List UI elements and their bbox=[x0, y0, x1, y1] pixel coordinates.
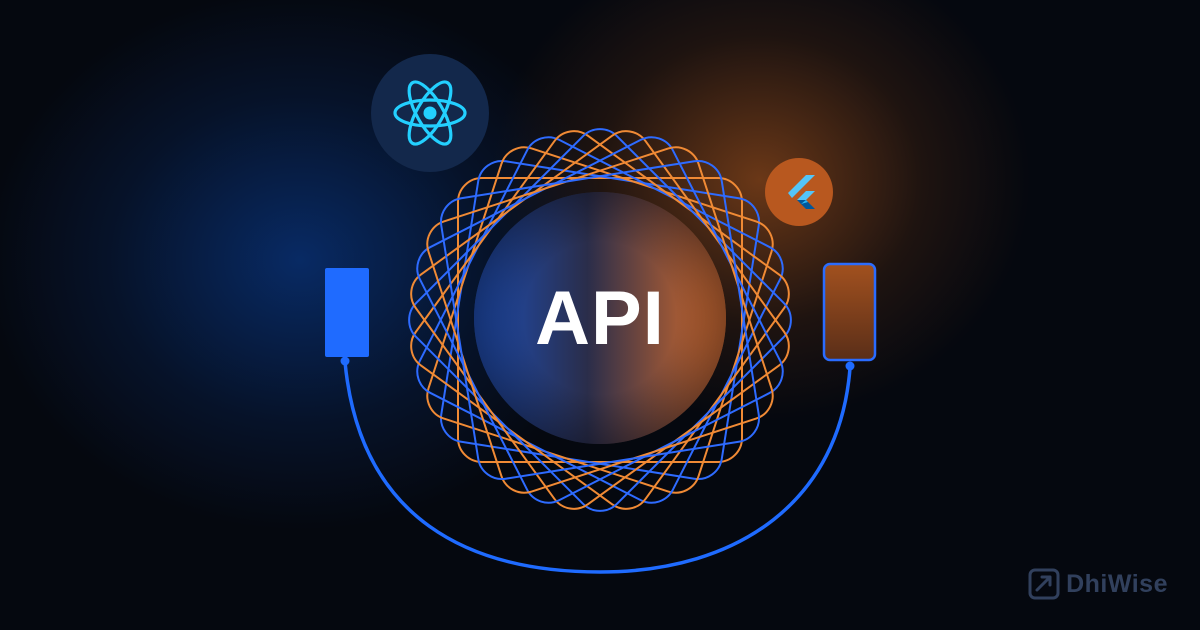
cable-connector-right bbox=[845, 361, 855, 371]
brand-name: DhiWise bbox=[1066, 569, 1168, 598]
left-phone-icon bbox=[325, 268, 369, 357]
right-phone-icon bbox=[822, 262, 877, 362]
flutter-badge bbox=[765, 158, 833, 226]
react-logo-icon bbox=[393, 80, 467, 146]
brand-logo: DhiWise bbox=[1028, 568, 1168, 600]
dhiwise-logo-icon bbox=[1028, 568, 1060, 600]
flutter-logo-icon bbox=[788, 175, 815, 209]
connection-cable bbox=[343, 360, 852, 574]
square-rings bbox=[408, 128, 792, 512]
cable-connector-left bbox=[340, 356, 350, 366]
react-badge bbox=[371, 54, 489, 172]
api-label: API bbox=[535, 275, 665, 361]
